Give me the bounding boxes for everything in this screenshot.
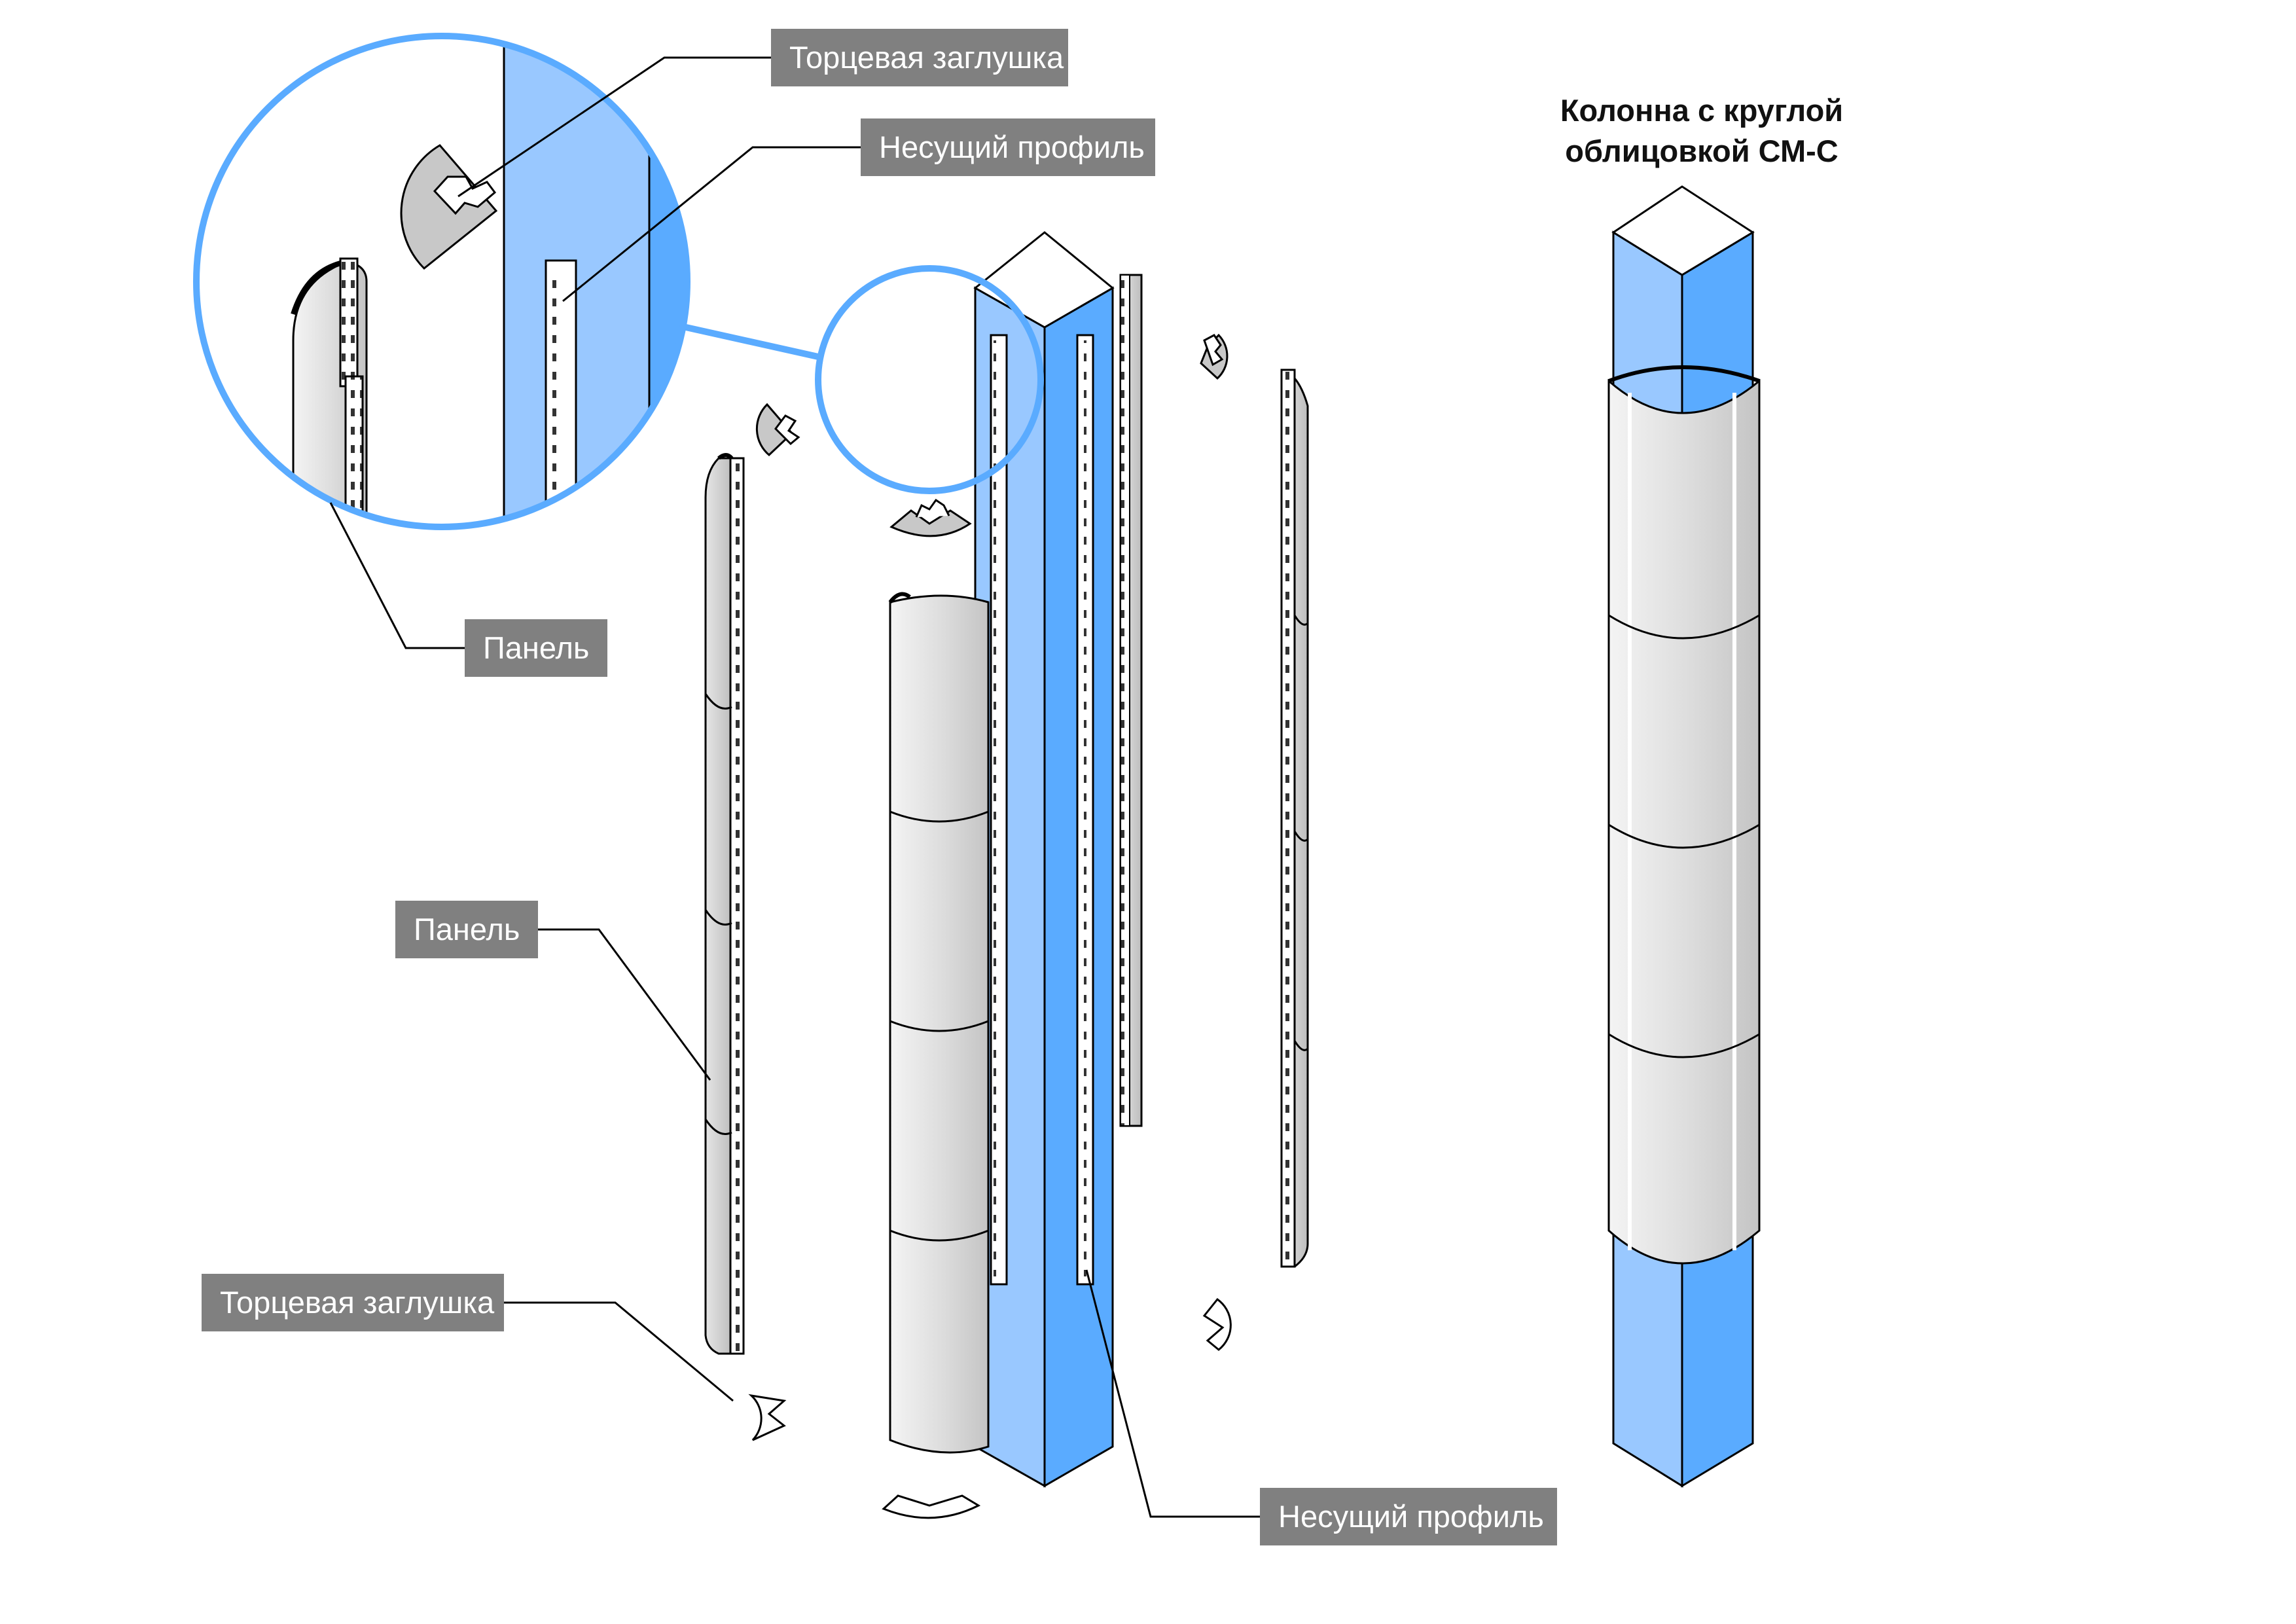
title-line-1: Колонна с круглой bbox=[1560, 93, 1844, 128]
title-line-2: облицовкой СМ-С bbox=[1565, 134, 1839, 168]
end-cap-bottom-left bbox=[748, 1394, 787, 1441]
callout-end-cap-bottom: Торцевая заглушка bbox=[202, 1274, 504, 1331]
zoom-source-circle bbox=[685, 265, 1044, 494]
central-column bbox=[973, 231, 1143, 1488]
callout-panel-detail: Панель bbox=[465, 619, 607, 677]
center-profile-right bbox=[1076, 334, 1094, 1286]
end-cap-small-top-left bbox=[755, 403, 800, 457]
leader-lines bbox=[329, 56, 1260, 1518]
callout-panel-left: Панель bbox=[395, 901, 538, 958]
diagram-title: Колонна с круглой облицовкой СМ-С bbox=[1466, 90, 1937, 171]
callout-profile-bottom: Несущий профиль bbox=[1260, 1488, 1557, 1545]
end-cap-center-top bbox=[889, 498, 972, 537]
left-panel bbox=[704, 453, 745, 1355]
end-cap-small-top-right bbox=[1200, 333, 1229, 380]
zoom-detail bbox=[193, 33, 691, 530]
end-cap-bottom-right bbox=[1202, 1297, 1232, 1351]
center-profile-left bbox=[990, 334, 1008, 1286]
callout-end-cap-top: Торцевая заглушка bbox=[771, 29, 1068, 86]
right-panel bbox=[1280, 369, 1309, 1268]
callout-profile-top: Несущий профиль bbox=[861, 118, 1155, 176]
front-half-cylinder-panel bbox=[888, 592, 990, 1454]
end-cap-center-bottom bbox=[882, 1494, 981, 1519]
assembled-column bbox=[1607, 185, 1761, 1488]
